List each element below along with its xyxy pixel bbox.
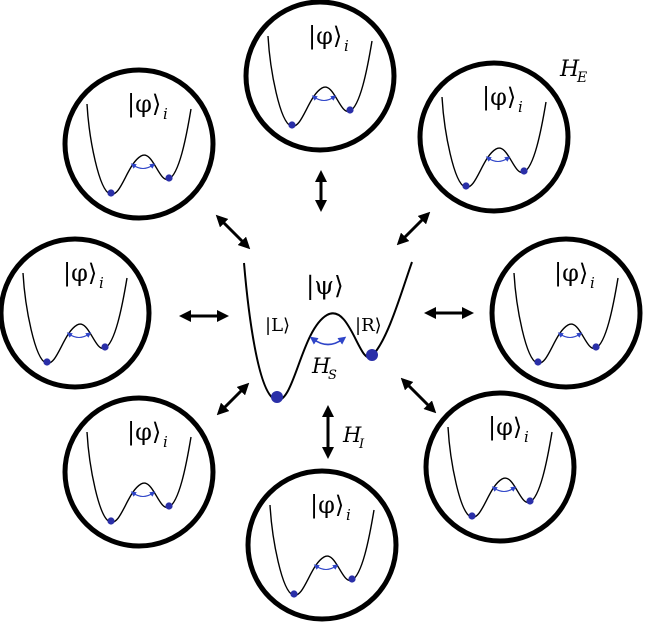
qubit-double-well: [269, 504, 375, 596]
qubit-state-label: |φ⟩: [127, 90, 161, 119]
qubit-state-label: |φ⟩: [482, 83, 516, 112]
coupling-arrow-bottom-right: [400, 377, 437, 414]
qubit-index-label: i: [344, 37, 349, 55]
coupling-arrow-bottom-left: [216, 382, 250, 416]
qubit-index-label: i: [346, 506, 351, 524]
qubit-right-particle: [520, 167, 528, 175]
qubit-right-particle: [165, 174, 173, 182]
qubit-tunneling-arrow: [311, 95, 337, 102]
environment-qubit-1: |φ⟩i: [243, 0, 397, 153]
environment-qubit-4: |φ⟩i: [423, 390, 577, 544]
qubit-tunneling-arrow: [313, 564, 339, 571]
qubit-double-well: [22, 272, 128, 364]
qubit-tunneling-arrow: [130, 491, 156, 498]
left-well-particle: [271, 391, 283, 403]
qubit-left-particle: [107, 189, 115, 197]
qubit-tunneling-arrow: [557, 332, 583, 339]
left-state-label: |L⟩: [265, 315, 290, 336]
right-well-particle: [366, 349, 378, 361]
system-state-label: |ψ⟩: [306, 271, 344, 301]
qubit-index-label: i: [518, 98, 523, 116]
qubit-state-label: |φ⟩: [310, 491, 344, 520]
qubit-circle: [62, 395, 216, 549]
interaction-hamiltonian-label: H I: [342, 423, 365, 452]
qubit-state-label: |φ⟩: [63, 259, 97, 288]
svg-text:H: H: [342, 423, 362, 447]
qubit-double-well: [447, 426, 553, 518]
qubit-tunneling-arrow: [485, 156, 511, 163]
qubit-state-label: |φ⟩: [488, 413, 522, 442]
qubit-tunneling-arrow: [491, 486, 517, 493]
qubit-state-label: |φ⟩: [127, 418, 161, 447]
qubit-left-particle: [534, 358, 542, 366]
qubit-right-particle: [101, 343, 109, 351]
environment-qubits: |φ⟩i|φ⟩i|φ⟩i|φ⟩i|φ⟩i|φ⟩i|φ⟩i|φ⟩i: [0, 0, 643, 622]
svg-text:I: I: [358, 437, 365, 452]
qubit-circle: [489, 236, 643, 390]
qubit-index-label: i: [590, 274, 595, 292]
qubit-right-particle: [348, 575, 356, 583]
qubit-double-well: [441, 96, 547, 188]
svg-text:E: E: [576, 70, 587, 86]
qubit-double-well: [513, 272, 619, 364]
qubit-circle: [423, 390, 577, 544]
qubit-double-well: [86, 103, 192, 195]
environment-qubit-3: |φ⟩i: [489, 236, 643, 390]
svg-text:H: H: [311, 354, 331, 378]
coupling-arrow-top-right: [396, 211, 431, 246]
qubit-left-particle: [43, 358, 51, 366]
qubit-right-particle: [526, 497, 534, 505]
coupling-arrows: [179, 170, 474, 459]
qubit-index-label: i: [524, 428, 529, 446]
coupling-arrow-top-left: [215, 214, 251, 250]
qubit-circle: [417, 60, 571, 214]
qubit-state-label: |φ⟩: [308, 22, 342, 51]
qubit-double-well: [86, 431, 192, 523]
qubit-index-label: i: [163, 433, 168, 451]
environment-hamiltonian-label: H E: [559, 57, 587, 86]
system-hamiltonian-label: H S: [311, 354, 337, 383]
environment-qubit-6: |φ⟩i: [62, 395, 216, 549]
svg-text:H: H: [559, 57, 580, 82]
qubit-circle: [245, 468, 399, 622]
environment-qubit-2: |φ⟩i: [417, 60, 571, 214]
qubit-double-well: [267, 35, 373, 127]
environment-qubit-5: |φ⟩i: [245, 468, 399, 622]
qubit-left-particle: [462, 182, 470, 190]
system-double-well: |ψ⟩ |L⟩ |R⟩ H S: [243, 261, 413, 403]
qubit-index-label: i: [99, 274, 104, 292]
qubit-left-particle: [107, 517, 115, 525]
qubit-circle: [62, 67, 216, 221]
qubit-circle: [0, 236, 152, 390]
qubit-right-particle: [592, 343, 600, 351]
qubit-right-particle: [346, 106, 354, 114]
tunneling-arrow: [309, 336, 347, 346]
svg-text:S: S: [328, 368, 337, 383]
qubit-left-particle: [290, 590, 298, 598]
qubit-tunneling-arrow: [130, 163, 156, 170]
environment-qubit-7: |φ⟩i: [0, 236, 152, 390]
environment-qubit-8: |φ⟩i: [62, 67, 216, 221]
qubit-state-label: |φ⟩: [554, 259, 588, 288]
qubit-circle: [243, 0, 397, 153]
qubit-left-particle: [288, 121, 296, 129]
right-state-label: |R⟩: [355, 315, 382, 336]
qubit-left-particle: [468, 512, 476, 520]
qubit-right-particle: [165, 502, 173, 510]
qubit-tunneling-arrow: [66, 332, 92, 339]
qubit-index-label: i: [163, 105, 168, 123]
